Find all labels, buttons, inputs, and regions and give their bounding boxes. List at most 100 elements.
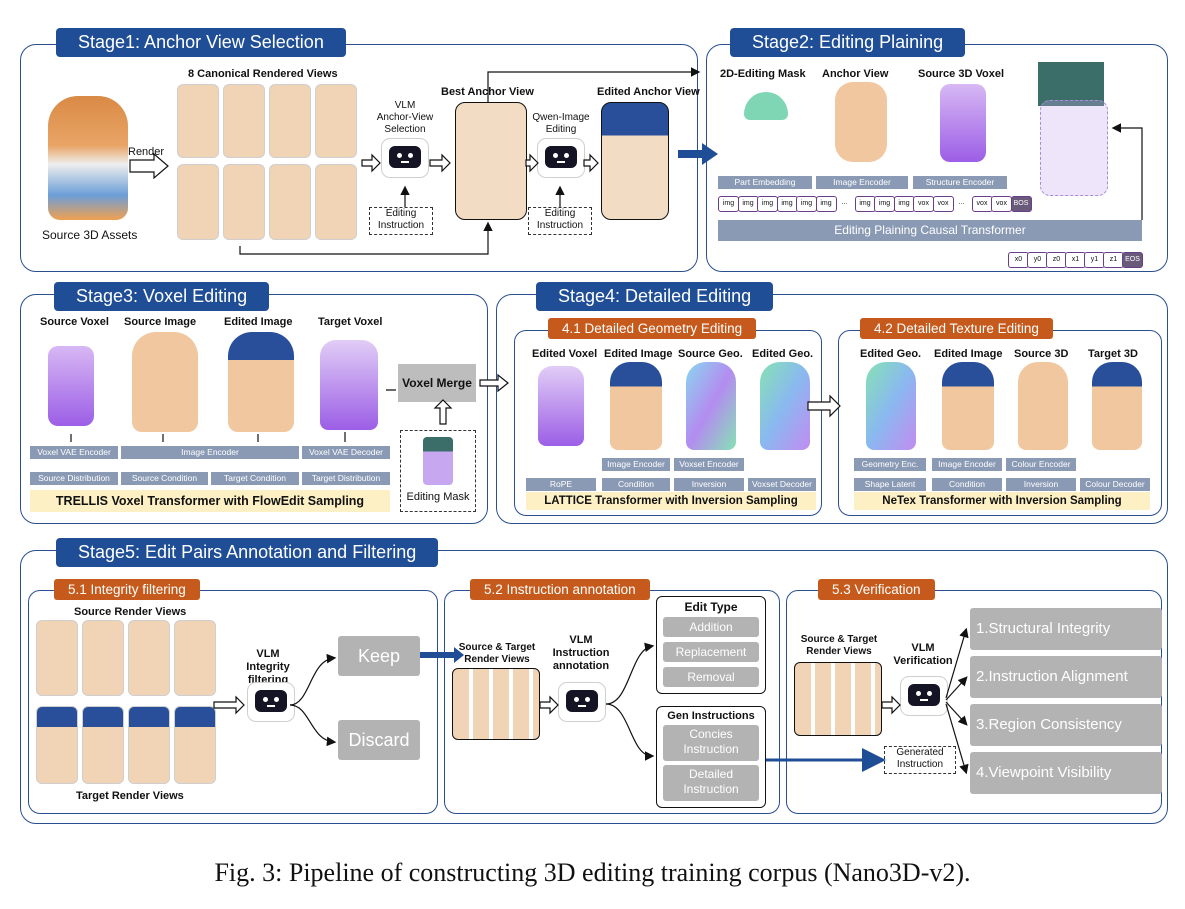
view-thumb: [315, 164, 357, 240]
view-thumb: [128, 706, 170, 784]
s3-cond-bar: Source Condition: [121, 472, 208, 485]
tex-encoder-bar: Image Encoder: [932, 458, 1002, 471]
s3-col-label: Source Image: [124, 316, 197, 328]
figure-caption: Fig. 3: Pipeline of constructing 3D edit…: [214, 858, 971, 887]
edited-anchor-view: [601, 102, 669, 220]
vlm-anchor-label: VLM Anchor-View Selection: [376, 100, 434, 135]
source-3d-image: [1018, 362, 1068, 450]
s3-col-label: Edited Image: [224, 316, 293, 328]
trellis-bar: TRELLIS Voxel Transformer with FlowEdit …: [30, 490, 390, 512]
instruction-item: Concies Instruction: [663, 725, 759, 761]
target-views-label: Target Render Views: [76, 790, 184, 802]
part-embedding-bar: Part Embedding: [718, 176, 812, 189]
view-thumb: [177, 84, 219, 158]
stage3-title: Stage3: Voxel Editing: [54, 282, 270, 311]
output-token: y1: [1084, 252, 1105, 268]
s52-title: 5.2 Instruction annotation: [470, 579, 650, 600]
view-thumb: [82, 706, 124, 784]
hollow-arrows: [129, 152, 901, 715]
anchor-label: Anchor View: [822, 68, 889, 80]
tex-cond-bar: Condition: [932, 478, 1002, 491]
target-3d-image: [1092, 362, 1142, 450]
s53-title: 5.3 Verification: [818, 579, 935, 600]
s3-encoder-bar: Voxel VAE Encoder: [30, 446, 118, 459]
target-views-grid: [36, 706, 216, 786]
edited-voxel-image: [538, 366, 584, 446]
s53-views-label: Source & Target Render Views: [800, 634, 878, 657]
output-token: x0: [1008, 252, 1029, 268]
robot-icon: [537, 138, 585, 178]
view-thumb: [36, 620, 78, 696]
mask-voxel-image: [423, 437, 453, 485]
tex-editing-title: 4.2 Detailed Texture Editing: [860, 318, 1053, 339]
s53-views-thumb: [794, 662, 882, 736]
input-token: img: [718, 196, 739, 212]
voxel-label: Source 3D Voxel: [918, 68, 1004, 80]
s51-title: 5.1 Integrity filtering: [54, 579, 200, 600]
output-token: z0: [1046, 252, 1067, 268]
edited-image: [610, 362, 662, 450]
robot-icon: [558, 682, 606, 722]
tex-col-label: Source 3D: [1014, 348, 1069, 360]
edit-type-label: Edit Type: [684, 600, 738, 614]
editing-instruction-box-2: Editing Instruction: [528, 207, 592, 235]
s52-vlm-label: VLM Instruction annotation: [552, 634, 610, 672]
source-views-grid: [36, 620, 216, 698]
edited-anchor-label: Edited Anchor View: [597, 86, 700, 98]
view-thumb: [177, 164, 219, 240]
edit-type-box: Edit Type Addition Replacement Removal: [656, 596, 766, 694]
image-encoder-bar: Image Encoder: [816, 176, 908, 189]
robot-icon: [900, 676, 948, 716]
tex-col-label: Edited Geo.: [860, 348, 922, 360]
lattice-bar: LATTICE Transformer with Inversion Sampl…: [526, 492, 816, 510]
input-token: img: [737, 196, 759, 212]
stage2-title: Stage2: Editing Plaining: [730, 28, 966, 57]
edited-geo-image: [866, 362, 916, 450]
geo-editing-title: 4.1 Detailed Geometry Editing: [548, 318, 757, 339]
s3-encoder-bar: Image Encoder: [121, 446, 299, 459]
output-token: EOS: [1122, 252, 1143, 268]
source-assets-label: Source 3D Assets: [42, 228, 138, 242]
tex-cond-bar: Inversion: [1006, 478, 1076, 491]
geo-cond-bar: Condition: [602, 478, 670, 491]
stage1-title: Stage1: Anchor View Selection: [56, 28, 346, 57]
source-geo-image: [686, 362, 736, 450]
tex-col-label: Edited Image: [934, 348, 1003, 360]
view-thumb: [223, 84, 265, 158]
geo-cond-bar: RoPE: [526, 478, 596, 491]
voxel-bbox-image: [1038, 62, 1104, 106]
verification-check: 4.Viewpoint Visibility: [970, 752, 1162, 794]
s52-views-label: Source & Target Render Views: [458, 642, 536, 665]
view-thumb: [223, 164, 265, 240]
causal-transformer-bar: Editing Plaining Causal Transformer: [718, 220, 1142, 241]
editing-instruction-box-1: Editing Instruction: [369, 207, 433, 235]
keep-box: Keep: [338, 636, 420, 676]
geo-cond-bar: Inversion: [674, 478, 744, 491]
geo-col-label: Source Geo.: [678, 348, 743, 360]
gen-instructions-box: Gen Instructions Concies Instruction Det…: [656, 706, 766, 808]
editing-mask-box: Editing Mask: [400, 430, 476, 512]
s3-cond-bar: Target Condition: [211, 472, 299, 485]
tex-cond-bar: Colour Decoder: [1080, 478, 1150, 491]
s52-views-thumb: [452, 668, 540, 740]
anchor-view-image: [835, 82, 887, 162]
s3-col-label: Source Voxel: [40, 316, 109, 328]
robot-icon: [247, 682, 295, 722]
edited-voxel-3d-image: [1040, 100, 1108, 196]
blue-arrows: [420, 143, 718, 663]
tex-encoder-bar: Colour Encoder: [1006, 458, 1076, 471]
editing-mask-image: [744, 92, 788, 120]
source-views-label: Source Render Views: [74, 606, 187, 618]
input-token: vox: [932, 196, 954, 212]
geo-cond-bar: Voxset Decoder: [748, 478, 816, 491]
geo-col-label: Edited Image: [604, 348, 673, 360]
voxel-merge-box: Voxel Merge: [398, 364, 476, 402]
geo-encoder-bar: Image Encoder: [602, 458, 670, 471]
view-thumb: [315, 84, 357, 158]
verification-check: 2.Instruction Alignment: [970, 656, 1162, 698]
s3-col-label: Target Voxel: [318, 316, 383, 328]
tex-cond-bar: Shape Latent: [854, 478, 926, 491]
s53-vlm-label: VLM Verification: [893, 642, 953, 667]
structure-encoder-bar: Structure Encoder: [913, 176, 1007, 189]
